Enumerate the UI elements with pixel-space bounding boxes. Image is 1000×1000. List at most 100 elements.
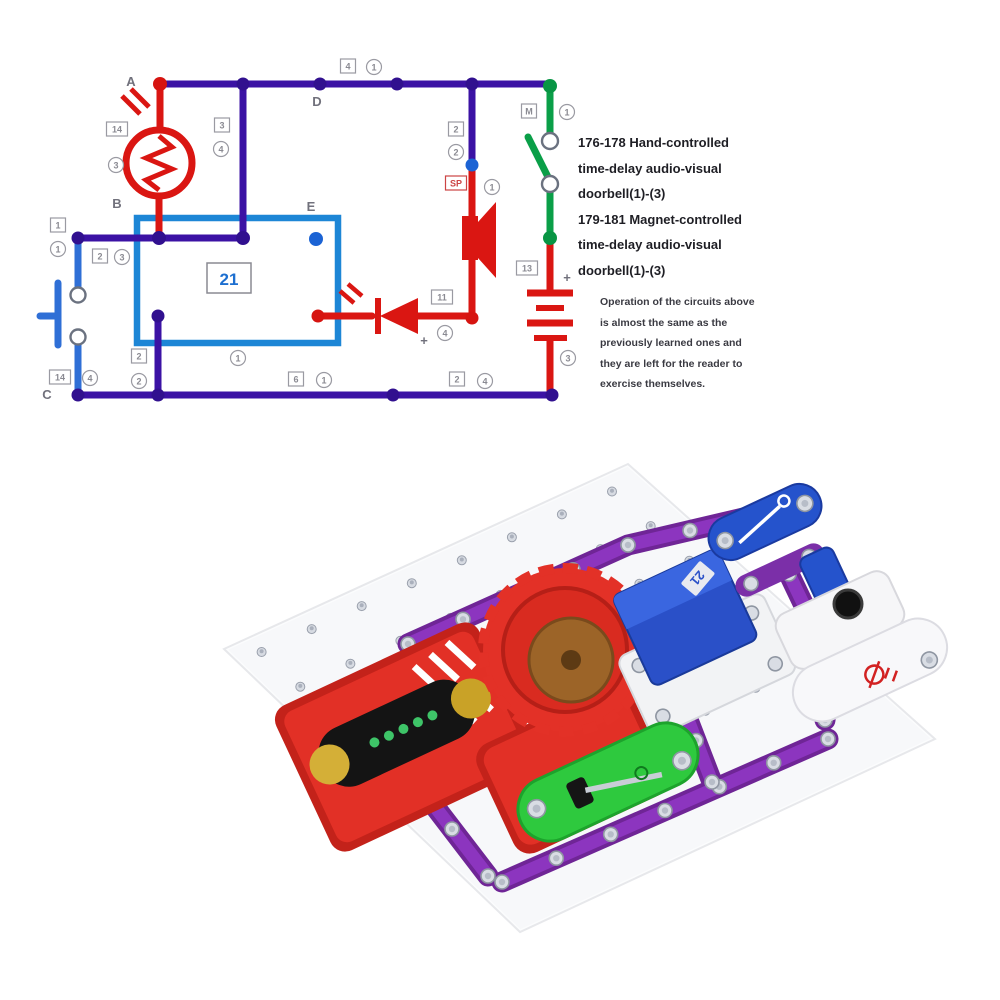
text-line: previously learned ones and — [600, 337, 742, 349]
board-edge-highlight — [219, 461, 940, 935]
heading-hand-controlled: 176-178 Hand-controlled time-delay audio-… — [578, 130, 798, 207]
svg-text:6: 6 — [293, 375, 298, 385]
svg-text:4: 4 — [87, 374, 92, 384]
ic-block-21: 21 — [133, 214, 342, 347]
hazard-stripes — [411, 639, 495, 725]
part-label-1: 1 — [49, 240, 67, 258]
part-label-11: 11 — [430, 289, 454, 305]
svg-text:14: 14 — [112, 125, 122, 135]
svg-text:3: 3 — [119, 253, 124, 263]
svg-text:4: 4 — [218, 145, 223, 155]
svg-text:4: 4 — [345, 62, 350, 72]
text-line: 176-178 Hand-controlled — [578, 135, 729, 150]
text-line: they are left for the reader to — [600, 357, 743, 370]
part-label-2: 2 — [91, 248, 109, 264]
lever-arm — [584, 771, 663, 794]
part-label-3: 3 — [559, 349, 577, 367]
green-lever-switch — [516, 721, 700, 843]
description-paragraph: Operation of the circuits above is almost… — [600, 292, 798, 395]
text-line: doorbell(1)-(3) — [578, 186, 666, 201]
node-label-A: A — [126, 74, 136, 89]
svg-text:1: 1 — [55, 245, 60, 255]
part-label-3: 3 — [113, 248, 131, 266]
text-line: is almost the same as the — [600, 316, 728, 329]
svg-text:4: 4 — [482, 377, 487, 387]
button-contact-bottom — [69, 328, 87, 346]
text-line: time-delay audio-visual — [578, 160, 722, 176]
svg-text:1: 1 — [489, 183, 494, 193]
part-label-1: 1 — [365, 58, 383, 76]
text-line: Operation of the circuits above — [600, 296, 755, 308]
part-label-4: 4 — [339, 58, 357, 74]
svg-text:+: + — [563, 270, 571, 285]
kit-photo: 21 — [219, 461, 949, 935]
music-ic-module-21: 21 — [613, 547, 797, 737]
ic-pin-dot — [309, 232, 323, 246]
svg-text:1: 1 — [564, 108, 569, 118]
push-button-switch — [36, 234, 87, 399]
node-label-C: C — [42, 387, 52, 402]
svg-text:3: 3 — [565, 354, 570, 364]
svg-text:2: 2 — [97, 252, 102, 262]
svg-text:2: 2 — [136, 352, 141, 362]
part-label-14: 14 — [105, 121, 129, 137]
speaker-icon — [462, 216, 478, 260]
svg-text:2: 2 — [453, 148, 458, 158]
svg-text:1: 1 — [235, 354, 240, 364]
part-label-3: 3 — [107, 156, 125, 174]
part-label-1: 1 — [49, 217, 67, 233]
svg-text:2: 2 — [136, 377, 141, 387]
part-label-4: 4 — [476, 372, 494, 390]
part-label-2: 2 — [130, 372, 148, 390]
switch-glyph — [738, 504, 781, 545]
part-label-2: 2 — [447, 121, 465, 137]
battery-green-stripes — [369, 710, 438, 748]
polarity-mark-+: + — [420, 333, 428, 348]
svg-text:13: 13 — [522, 264, 532, 274]
polarity-mark-+: + — [563, 270, 571, 285]
svg-text:M: M — [525, 107, 533, 117]
svg-text:SP: SP — [450, 179, 462, 189]
part-label-SP: SP — [444, 175, 468, 191]
white-modules — [774, 570, 949, 723]
part-label-14: 14 — [48, 369, 72, 385]
info-panel: 176-178 Hand-controlled time-delay audio-… — [578, 130, 798, 395]
part-label-M: M — [520, 103, 538, 119]
text-line: time-delay audio-visual — [578, 237, 722, 252]
text-line: exercise themselves. — [600, 378, 706, 390]
svg-text:+: + — [420, 333, 428, 348]
part-label-2: 2 — [448, 371, 466, 387]
part-label-4: 4 — [81, 369, 99, 387]
speaker-cone-icon — [478, 202, 496, 278]
reed-switch-module — [707, 482, 861, 628]
led-module — [791, 617, 949, 723]
part-label-13: 13 — [515, 260, 539, 276]
svg-text:14: 14 — [55, 373, 65, 383]
part-label-6: 6 — [287, 371, 305, 387]
part-label-1: 1 — [229, 349, 247, 367]
svg-text:3: 3 — [219, 121, 224, 131]
node-label-D: D — [312, 94, 321, 109]
svg-text:1: 1 — [321, 376, 326, 386]
red-branch — [120, 80, 573, 399]
part-label-1: 1 — [558, 103, 576, 121]
led-triangle-icon — [380, 298, 418, 334]
svg-text:1: 1 — [371, 63, 376, 73]
switch-contact-bottom — [540, 174, 560, 194]
svg-text:2: 2 — [454, 375, 459, 385]
ic-number: 21 — [220, 270, 239, 289]
battery-holder — [274, 622, 536, 852]
magnet-switch-branch — [524, 84, 560, 242]
svg-text:2: 2 — [453, 125, 458, 135]
lever-knob — [566, 777, 594, 809]
light-rays-icon — [120, 87, 151, 116]
part-label-1: 1 — [315, 371, 333, 389]
led-symbol-red — [864, 660, 898, 689]
button-contact-top — [69, 286, 87, 304]
svg-text:11: 11 — [437, 293, 447, 303]
black-capacitor-top — [832, 588, 864, 620]
switch-contact-top — [540, 131, 560, 151]
part-label-4: 4 — [436, 324, 454, 342]
